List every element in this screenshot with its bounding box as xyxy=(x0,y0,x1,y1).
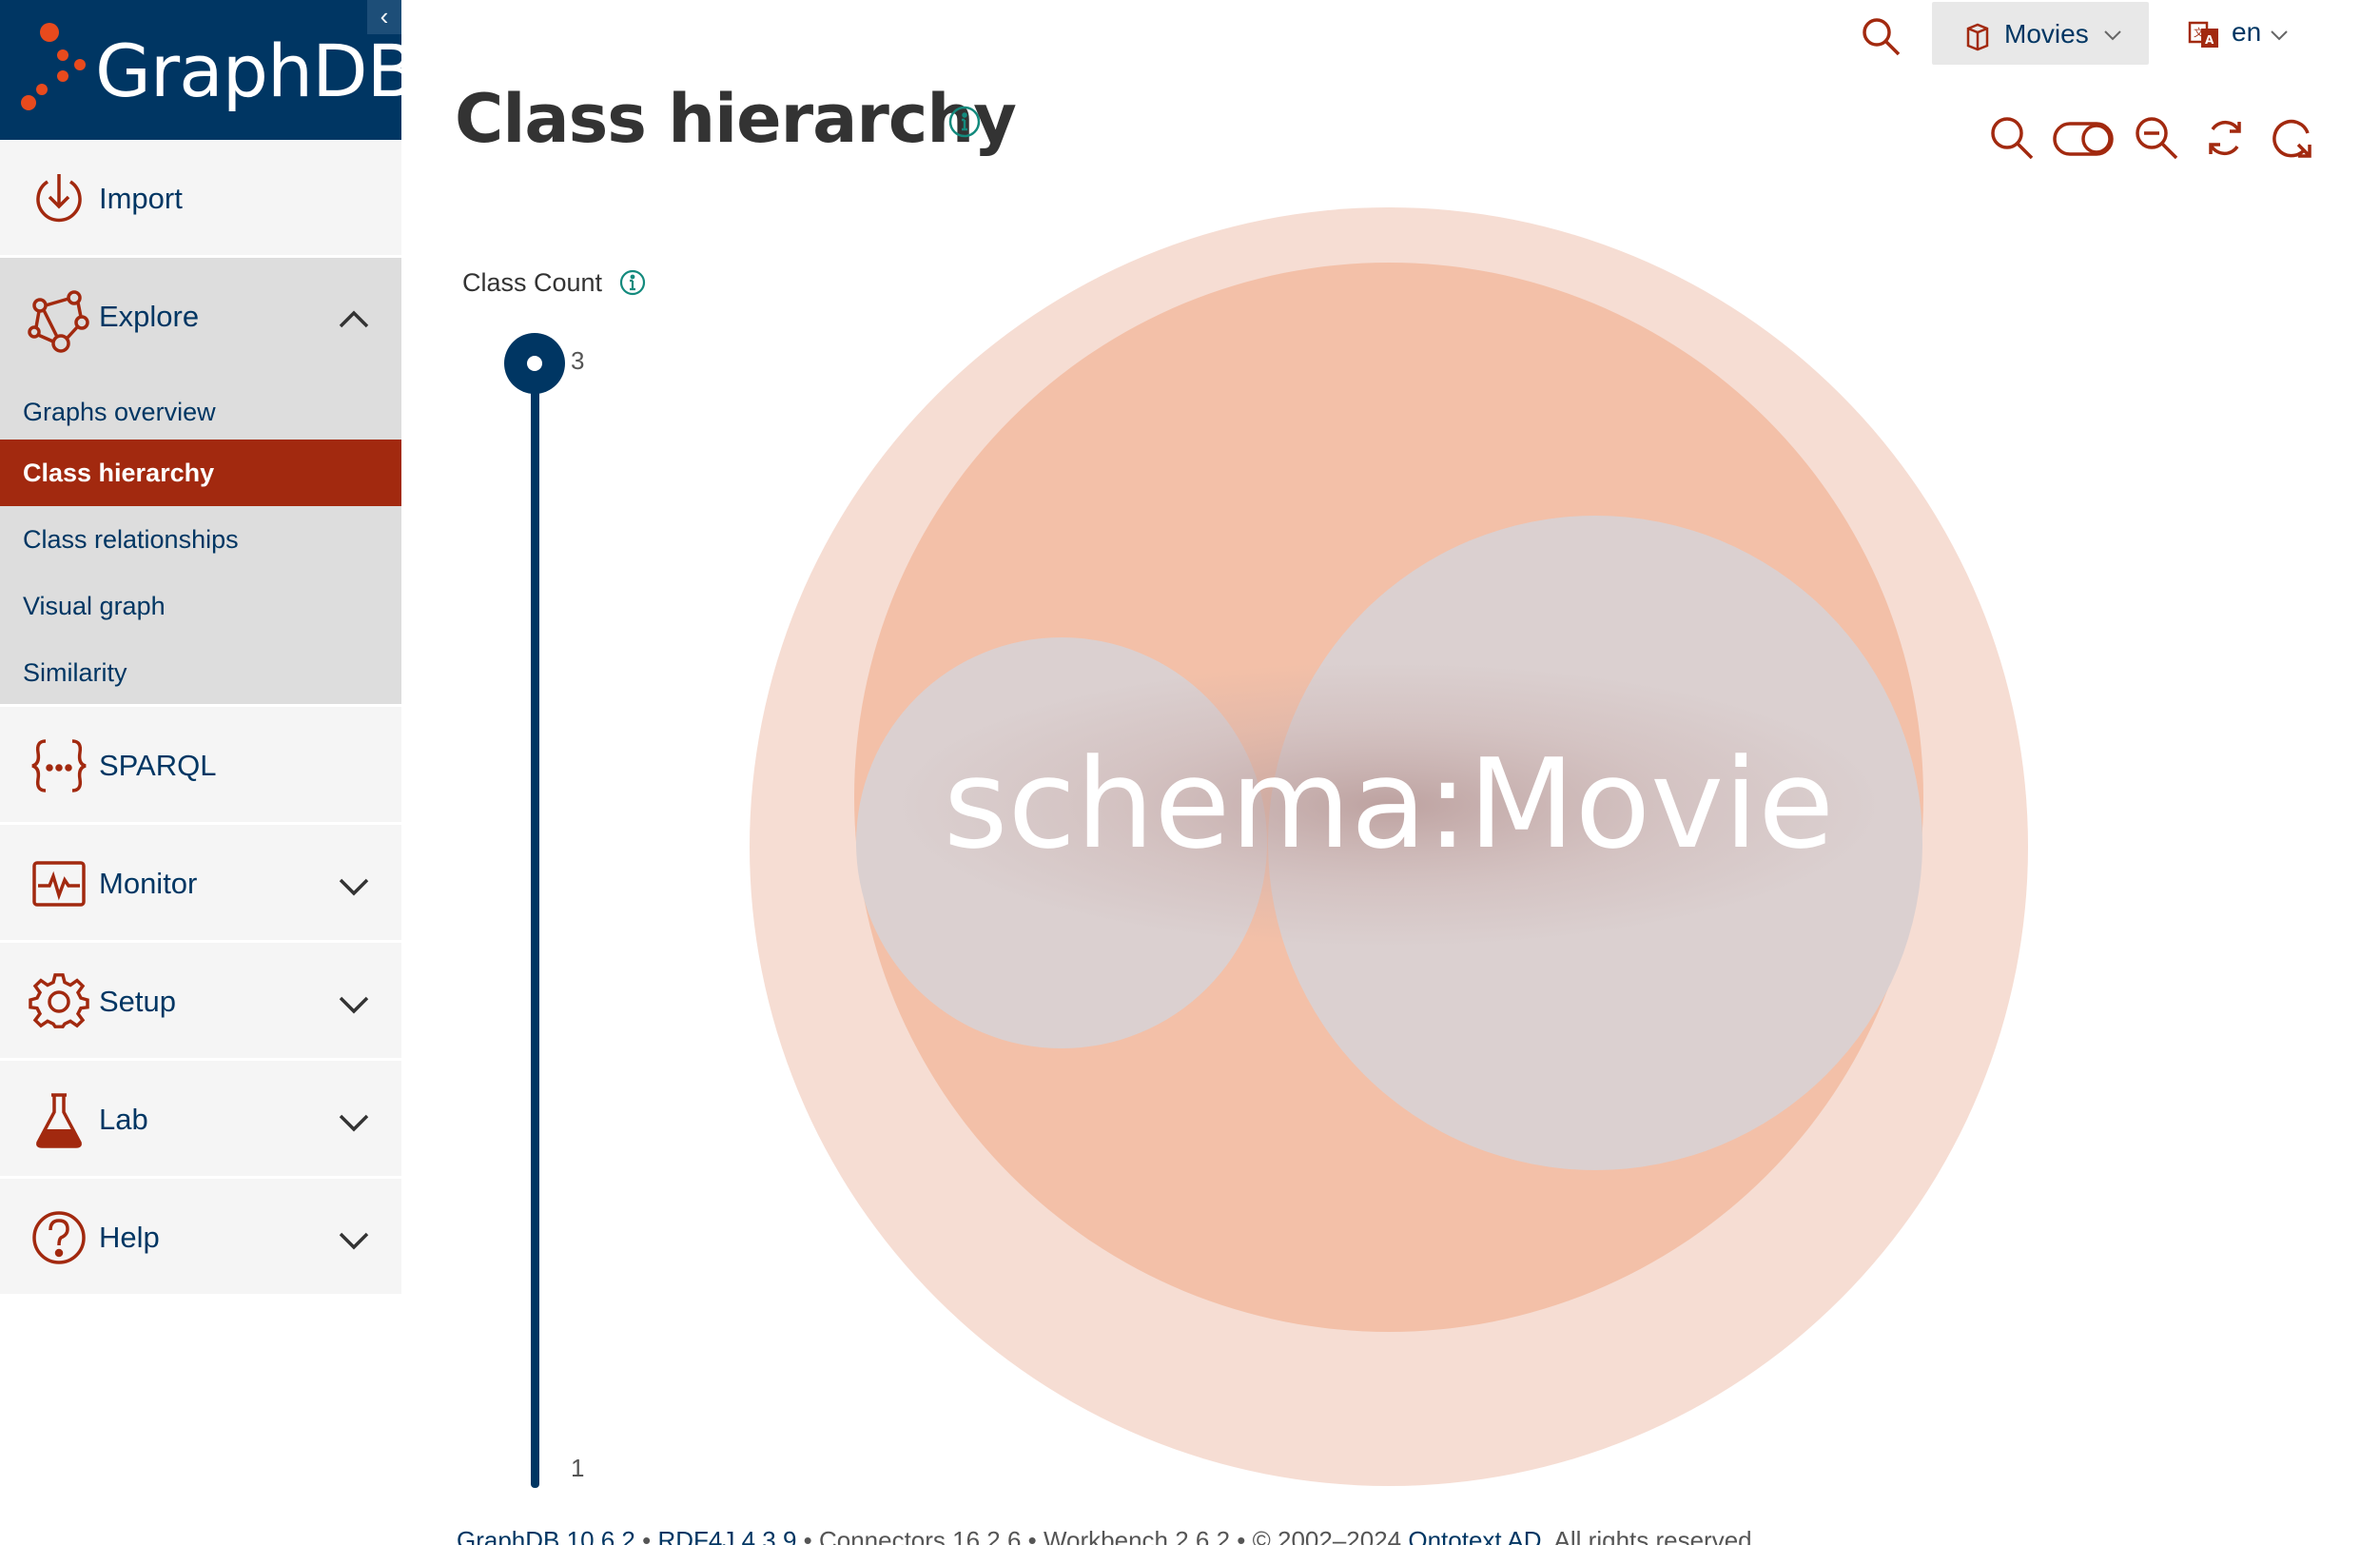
chevron-down-icon xyxy=(2271,30,2288,41)
nav-import-label: Import xyxy=(99,182,183,215)
nav-lab[interactable]: Lab xyxy=(0,1061,401,1179)
nav-explore[interactable]: Explore xyxy=(0,258,401,379)
chevron-down-icon xyxy=(339,996,369,1014)
chevron-down-icon xyxy=(339,1114,369,1132)
nav-sparql-label: SPARQL xyxy=(99,749,217,782)
zoom-out-icon[interactable] xyxy=(2131,112,2182,164)
nav-help[interactable]: Help xyxy=(0,1179,401,1297)
global-search-icon[interactable] xyxy=(1860,15,1902,57)
class-count-slider-handle[interactable] xyxy=(504,333,565,394)
sidebar-item-visual-graph[interactable]: Visual graph xyxy=(23,592,166,620)
brand-header[interactable]: GraphDB ‹ xyxy=(0,0,417,140)
footer-versions: • Connectors 16.2.6 • Workbench 2.6.2 • … xyxy=(796,1526,1409,1545)
help-question-icon xyxy=(32,1211,86,1264)
sidebar-item-class-hierarchy[interactable]: Class hierarchy xyxy=(0,440,401,506)
nav-help-label: Help xyxy=(99,1221,160,1254)
nav-setup[interactable]: Setup xyxy=(0,943,401,1061)
graphdb-logo-icon xyxy=(21,23,86,110)
sparql-braces-icon xyxy=(31,739,87,792)
export-icon[interactable] xyxy=(2270,112,2321,164)
label-shadow xyxy=(894,662,1883,948)
chevron-down-icon xyxy=(339,1232,369,1250)
refresh-icon[interactable] xyxy=(2199,112,2251,164)
language-code: en xyxy=(2232,17,2262,47)
footer-rdf4j-link[interactable]: RDF4J 4.3.9 xyxy=(657,1526,797,1545)
svg-text:A: A xyxy=(2205,33,2214,47)
nav-sparql[interactable]: SPARQL xyxy=(0,707,401,825)
repository-icon xyxy=(1966,23,1989,51)
brand-name: GraphDB xyxy=(95,29,417,113)
class-count-label: Class Count xyxy=(462,268,603,297)
toggle-icon[interactable] xyxy=(2051,112,2116,164)
flask-icon xyxy=(36,1093,82,1148)
sidebar-item-graphs-overview[interactable]: Graphs overview xyxy=(23,398,216,426)
footer-company-link[interactable]: Ontotext AD xyxy=(1408,1526,1542,1545)
nav-monitor[interactable]: Monitor xyxy=(0,825,401,943)
info-icon[interactable] xyxy=(947,105,982,139)
footer-separator: • xyxy=(634,1526,658,1545)
class-count-slider-track[interactable] xyxy=(531,360,539,1488)
repository-name: Movies xyxy=(2004,19,2089,49)
page-title: Class hierarchy xyxy=(455,80,1017,158)
nav-explore-label: Explore xyxy=(99,300,200,333)
explore-submenu: Graphs overview Class hierarchy Class re… xyxy=(0,379,401,704)
repository-selector[interactable]: Movies xyxy=(1932,2,2149,65)
nav-import[interactable]: Import xyxy=(0,140,401,258)
search-icon[interactable] xyxy=(1986,112,2038,164)
sidebar: GraphDB ‹ Import Explore Graphs overview… xyxy=(0,0,417,1545)
nav-lab-label: Lab xyxy=(99,1103,148,1136)
sidebar-item-similarity[interactable]: Similarity xyxy=(23,658,127,687)
slider-max-label: 3 xyxy=(571,346,585,375)
chevron-down-icon xyxy=(2104,30,2121,41)
svg-text:文: 文 xyxy=(2194,26,2204,39)
import-icon xyxy=(36,174,82,223)
class-label-schema-movie[interactable]: schema:Movie xyxy=(944,732,1834,876)
footer: GraphDB 10.6.2 • RDF4J 4.3.9 • Connector… xyxy=(457,1526,1759,1545)
nav-setup-label: Setup xyxy=(99,985,177,1018)
language-selector[interactable]: 文 A en xyxy=(2188,15,2292,57)
chevron-down-icon xyxy=(339,878,369,896)
footer-rights: . All rights reserved. xyxy=(1541,1526,1759,1545)
nav-monitor-label: Monitor xyxy=(99,867,198,900)
footer-graphdb-link[interactable]: GraphDB 10.6.2 xyxy=(457,1526,635,1545)
gear-icon xyxy=(29,973,89,1028)
explore-graph-icon xyxy=(28,290,89,353)
monitor-pulse-icon xyxy=(32,861,86,907)
chevron-up-icon xyxy=(339,310,369,328)
info-icon[interactable] xyxy=(618,268,647,297)
sidebar-item-class-relationships[interactable]: Class relationships xyxy=(23,525,239,554)
slider-min-label: 1 xyxy=(571,1454,585,1482)
class-hierarchy-chart: schema:Movie xyxy=(750,207,2028,1486)
translate-icon: 文 A xyxy=(2188,21,2218,48)
collapse-sidebar-button[interactable]: ‹ xyxy=(367,0,401,34)
